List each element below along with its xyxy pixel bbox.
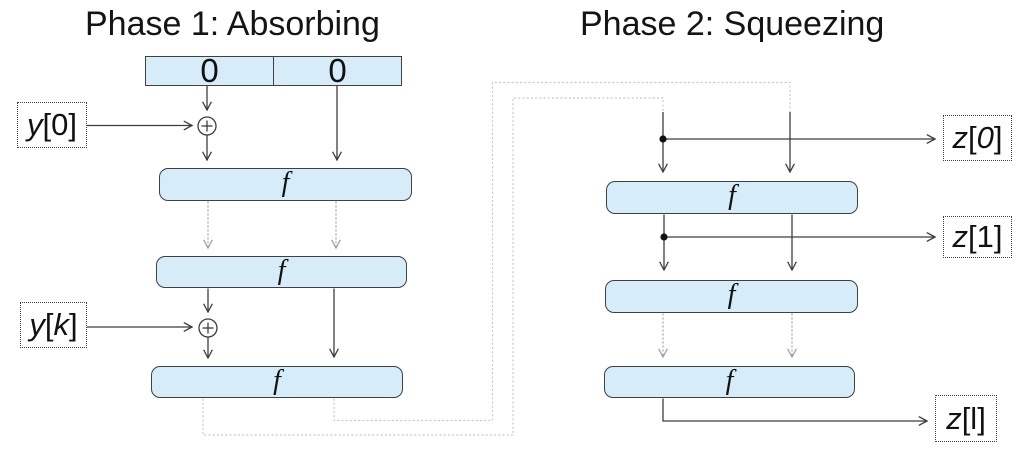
output-z1-label: z[1] <box>943 216 1012 258</box>
initial-state-register: 0 0 <box>145 52 402 89</box>
squeeze-f-box-2: f <box>605 280 858 313</box>
output-z0-label: z[0] <box>943 115 1012 161</box>
junction-dot-z1 <box>660 233 668 241</box>
round-skip-arrows-squeeze <box>663 313 792 358</box>
feedback-rate-path <box>202 97 664 436</box>
state-rate-cell: 0 <box>200 52 219 89</box>
absorb-f-box-2: f <box>156 256 407 288</box>
junction-dot-z0 <box>659 135 667 143</box>
input-y0-label: y[0] <box>17 102 87 148</box>
output-zl-label: z[l] <box>935 395 997 442</box>
z1-var: z <box>952 219 969 254</box>
xor1-icon <box>197 116 217 136</box>
squeeze-f-box-1: f <box>606 181 858 214</box>
feedback-capacity-path <box>333 81 791 422</box>
round-skip-arrows-absorb <box>208 201 336 249</box>
yk-var: y <box>29 307 45 342</box>
z0-var: z <box>952 120 969 155</box>
phase2-title: Phase 2: Squeezing <box>580 5 885 43</box>
squeeze-f-box-3: f <box>604 366 855 398</box>
y0-index: [0] <box>42 107 77 142</box>
xor2-icon <box>198 318 218 338</box>
input-yk-label: y[k] <box>20 302 87 348</box>
wire-zl-output <box>662 398 927 422</box>
absorb-f-box-1: f <box>159 168 412 201</box>
zl-var: z <box>946 400 962 436</box>
state-capacity-cell: 0 <box>273 54 401 87</box>
y0-var: y <box>27 107 43 142</box>
absorb-f-box-3: f <box>151 366 403 398</box>
phase1-title: Phase 1: Absorbing <box>85 5 380 43</box>
